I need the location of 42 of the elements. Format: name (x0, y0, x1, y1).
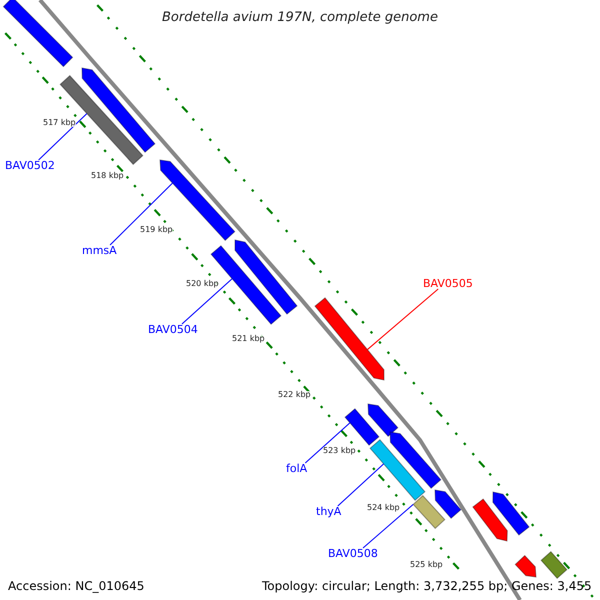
gene-label: folA (286, 463, 308, 474)
scale-label: 523 kbp (323, 447, 356, 455)
scale-label: 524 kbp (367, 504, 400, 512)
accession-text: Accession: NC_010645 (8, 580, 144, 592)
gene-feature (159, 159, 236, 242)
gene-feature (314, 297, 384, 381)
gene-label: mmsA (82, 245, 117, 256)
gene-feature (234, 239, 298, 315)
gene-feature (389, 431, 442, 490)
gene-label: BAV0505 (423, 278, 473, 289)
gene-feature (369, 439, 426, 501)
scale-label: 517 kbp (43, 119, 76, 127)
leader-line (304, 422, 350, 464)
scale-label: 521 kbp (232, 335, 265, 343)
leader-line (366, 288, 439, 350)
gene-label: BAV0508 (328, 548, 378, 559)
gene-feature (514, 554, 537, 578)
scale-label: 525 kbp (410, 561, 443, 569)
summary-text: Topology: circular; Length: 3,732,255 bp; Genes: 3,455 (262, 580, 592, 592)
title: Bordetella avium 197N, complete genome (161, 11, 439, 24)
leader-line (181, 278, 233, 324)
scale-label: 522 kbp (278, 391, 311, 399)
gene-feature (2, 0, 74, 68)
gene-feature (472, 498, 508, 542)
gene-label: BAV0504 (148, 324, 198, 335)
gene-label: BAV0502 (5, 160, 55, 171)
gene-feature (367, 403, 399, 438)
gene-feature (434, 489, 462, 519)
leader-line (38, 113, 88, 160)
scale-label: 518 kbp (91, 172, 124, 180)
leader-line (337, 463, 384, 506)
gene-feature (412, 494, 446, 530)
gene-feature (81, 67, 156, 153)
leader-line (110, 182, 173, 246)
gene-feature (60, 74, 144, 166)
gene-feature (344, 408, 380, 446)
gene-feature (492, 491, 530, 536)
gene-label: thyA (316, 506, 342, 517)
gene-feature (540, 550, 568, 580)
leader-line (362, 504, 414, 548)
scale-label: 520 kbp (186, 280, 219, 288)
scale-label: 519 kbp (140, 226, 173, 234)
